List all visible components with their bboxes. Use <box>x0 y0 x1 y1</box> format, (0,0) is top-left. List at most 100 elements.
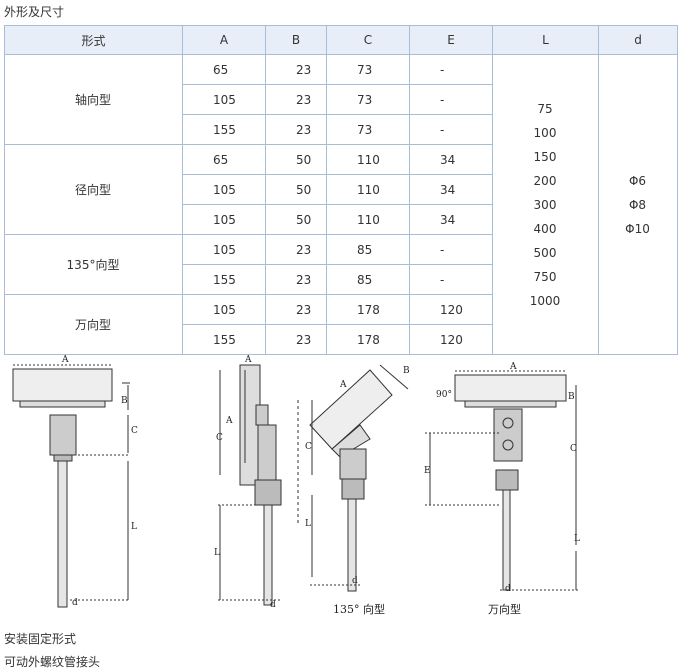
note-installation-form: 安装固定形式 <box>4 632 77 646</box>
universal-type-drawing <box>425 370 580 591</box>
cell-e: - <box>409 54 493 85</box>
label-a: A <box>61 355 69 365</box>
cell-a: 65 <box>182 144 266 175</box>
table-row: 万向型 105 23 178 120 <box>4 294 678 355</box>
cell-a: 105 <box>182 204 266 235</box>
label-d: d <box>352 576 358 586</box>
label-a: A <box>509 362 517 372</box>
cell-a: 155 <box>182 324 266 355</box>
label-e: E <box>424 466 431 476</box>
cell-b: 23 <box>265 114 327 145</box>
col-header-b: B <box>265 25 327 55</box>
l-value: 750 <box>533 269 557 284</box>
cell-b: 23 <box>265 234 327 265</box>
label-c: C <box>131 426 138 436</box>
label-a: A <box>225 416 233 426</box>
cell-c: 85 <box>326 234 410 265</box>
cell-b: 23 <box>265 84 327 115</box>
label-90-degree: 90° <box>436 390 452 400</box>
label-l: L <box>131 522 137 532</box>
d-value: Φ8 <box>628 197 647 212</box>
label-b: B <box>403 366 410 376</box>
type-cell: 轴向型 <box>4 54 183 145</box>
label-a: A <box>244 355 252 365</box>
type-cell: 万向型 <box>4 294 183 355</box>
cell-b: 50 <box>265 144 327 175</box>
l-value: 400 <box>533 221 557 236</box>
caption-universal-type: 万向型 <box>488 602 521 616</box>
label-b: B <box>568 392 575 402</box>
label-c: C <box>570 444 577 454</box>
cell-c: 85 <box>326 264 410 295</box>
label-b: B <box>121 396 128 406</box>
col-header-l: L <box>492 25 599 55</box>
label-d: d <box>72 598 78 608</box>
label-d: d <box>270 600 276 610</box>
section-title: 外形及尺寸 <box>4 5 65 19</box>
table-row: 155 23 73 - <box>5 114 678 145</box>
cell-e: - <box>409 114 493 145</box>
cell-e: 120 <box>409 294 493 325</box>
cell-a: 105 <box>182 174 266 205</box>
table-header-row: 形式 A B C E L d <box>4 25 678 55</box>
table-row: 105 23 73 - <box>5 84 678 115</box>
angle-135-drawing <box>309 364 409 592</box>
note-movable-thread-joint: 可动外螺纹管接头 <box>4 655 101 669</box>
l-value: 1000 <box>529 293 561 308</box>
cell-e: - <box>409 264 493 295</box>
cell-a: 155 <box>182 114 266 145</box>
cell-e: 34 <box>409 144 493 175</box>
cell-b: 23 <box>265 54 327 85</box>
d-values-cell: Φ6 Φ8 Φ10 <box>598 54 678 355</box>
cell-a: 105 <box>182 234 266 265</box>
cell-e: - <box>409 234 493 265</box>
cell-b: 23 <box>265 324 327 355</box>
d-value: Φ10 <box>625 221 650 236</box>
cell-c: 110 <box>326 144 410 175</box>
col-header-e: E <box>409 25 493 55</box>
label-l: L <box>214 548 220 558</box>
cell-a: 155 <box>182 264 266 295</box>
l-value: 300 <box>533 197 557 212</box>
radial-type-drawing <box>218 364 299 606</box>
cell-a: 105 <box>182 294 266 325</box>
col-header-d: d <box>598 25 678 55</box>
table-row: 径向型 65 50 110 34 <box>4 144 678 235</box>
cell-b: 23 <box>265 264 327 295</box>
axial-type-drawing <box>12 364 130 608</box>
cell-e: 34 <box>409 204 493 235</box>
label-d: d <box>505 584 511 594</box>
l-value: 150 <box>533 149 557 164</box>
l-value: 100 <box>533 125 557 140</box>
cell-e: - <box>409 84 493 115</box>
label-l: L <box>574 534 580 544</box>
cell-b: 50 <box>265 174 327 205</box>
table-row: 105 50 110 34 <box>5 204 678 235</box>
type-cell: 径向型 <box>4 144 183 235</box>
cell-b: 50 <box>265 204 327 235</box>
cell-b: 23 <box>265 294 327 325</box>
cell-c: 73 <box>326 114 410 145</box>
label-c: C <box>305 442 312 452</box>
l-values-cell: 75 100 150 200 300 400 500 750 1000 <box>492 54 599 355</box>
cell-e: 34 <box>409 174 493 205</box>
label-c: C <box>216 433 223 443</box>
cell-c: 73 <box>326 54 410 85</box>
cell-a: 65 <box>182 54 266 85</box>
label-l: L <box>305 519 311 529</box>
d-value: Φ6 <box>628 173 647 188</box>
cell-c: 178 <box>326 324 410 355</box>
cell-a: 105 <box>182 84 266 115</box>
col-header-a: A <box>182 25 266 55</box>
type-cell: 135°向型 <box>4 234 183 295</box>
label-a: A <box>339 380 347 390</box>
dimension-table: 形式 A B C E L d 轴向型 65 23 73 - 75 100 150… <box>4 25 678 355</box>
l-value: 75 <box>537 101 553 116</box>
cell-c: 110 <box>326 174 410 205</box>
table-row: 轴向型 65 23 73 - 75 100 150 200 300 400 50… <box>4 54 678 355</box>
col-header-type: 形式 <box>4 25 183 55</box>
table-row: 105 50 110 34 <box>5 174 678 205</box>
cell-e: 120 <box>409 324 493 355</box>
dimension-drawings: A B C L d A C A L d A B C L d 135° 向型 <box>12 355 580 616</box>
l-value: 500 <box>533 245 557 260</box>
